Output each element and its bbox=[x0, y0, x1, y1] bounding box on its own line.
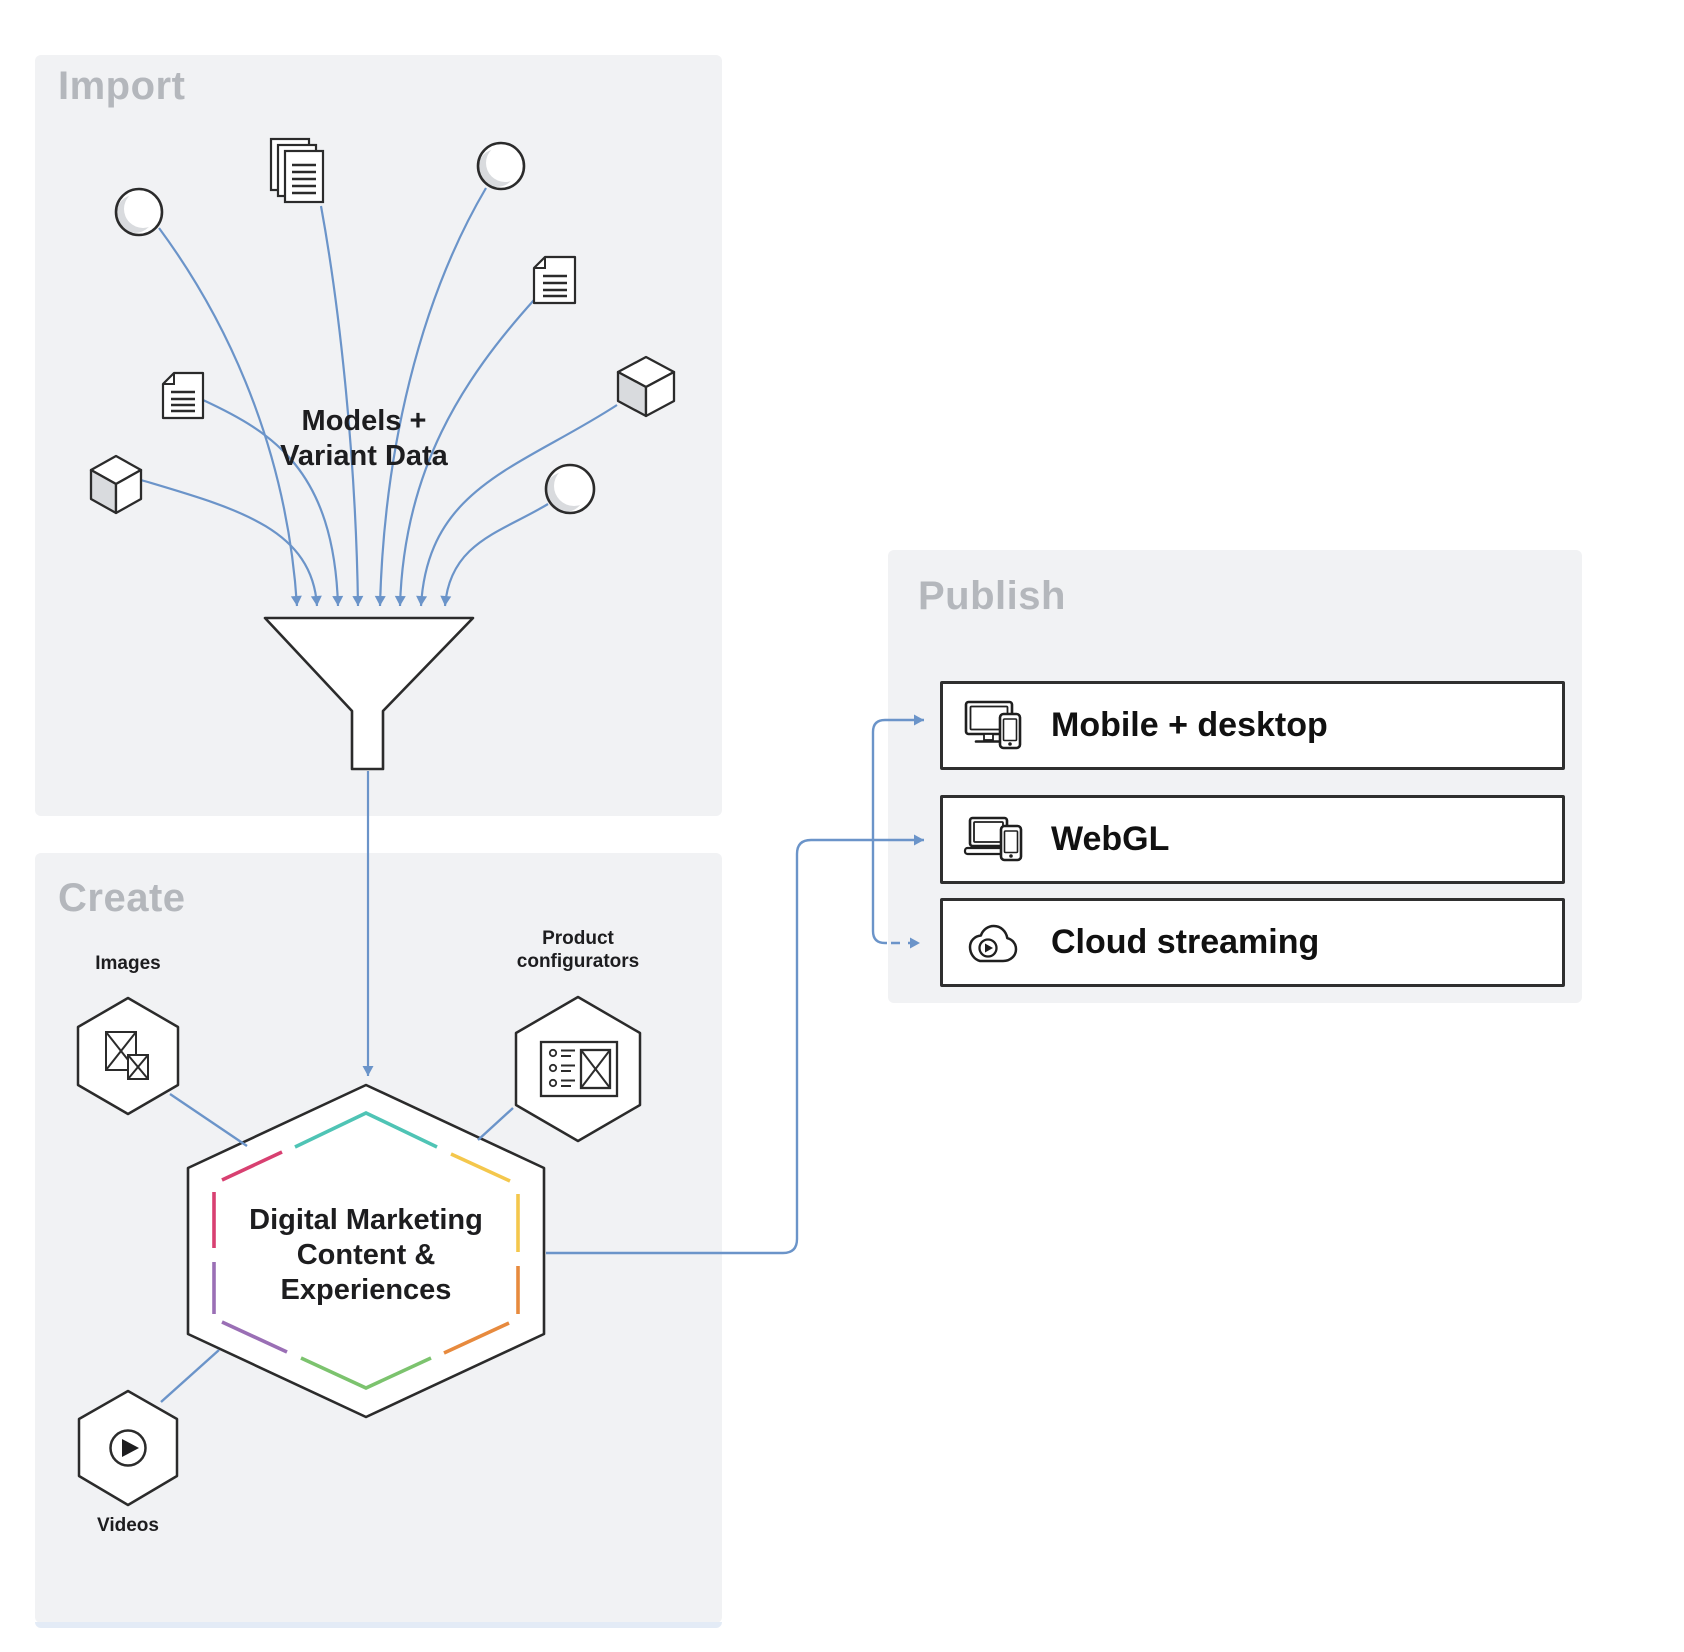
videos-label: Videos bbox=[97, 1515, 159, 1536]
import-title: Import bbox=[58, 64, 186, 108]
desktop-mobile-icon bbox=[964, 700, 1022, 749]
images-label: Images bbox=[95, 953, 161, 974]
publish-box-label: Cloud streaming bbox=[1051, 923, 1320, 961]
publish-box-mobile-desktop: Mobile + desktop bbox=[940, 681, 1565, 770]
publish-box-cloud-streaming: Cloud streaming bbox=[940, 898, 1565, 987]
product-configurators-label: Product configurators bbox=[516, 928, 640, 972]
publish-box-label: Mobile + desktop bbox=[1051, 706, 1328, 744]
create-panel-bottom-edge bbox=[35, 1622, 722, 1628]
models-variant-data-label: Models + Variant Data bbox=[280, 405, 448, 472]
publish-trunk-bottom-branch bbox=[871, 840, 887, 945]
cloud-play-icon bbox=[968, 924, 1018, 962]
digital-marketing-label: Digital Marketing Content & Experiences bbox=[249, 1204, 483, 1306]
create-title: Create bbox=[58, 876, 186, 920]
publish-box-webgl: WebGL bbox=[940, 795, 1565, 884]
publish-title: Publish bbox=[918, 574, 1066, 618]
laptop-mobile-icon bbox=[963, 816, 1023, 861]
publish-box-label: WebGL bbox=[1051, 820, 1170, 858]
